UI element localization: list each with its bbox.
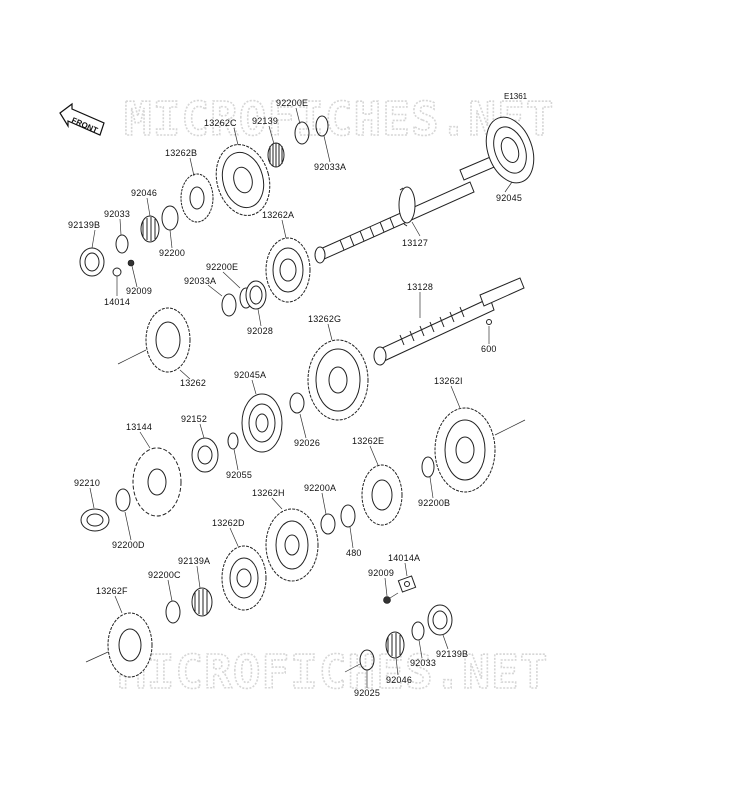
part-label: 92009 xyxy=(126,286,152,296)
washer-92200d-part xyxy=(115,488,131,512)
part-label: 92152 xyxy=(181,414,207,424)
leader-lines xyxy=(89,107,513,688)
part-label: 13262E xyxy=(352,436,384,446)
circlip-92033a-middle-part xyxy=(221,293,237,317)
needle-bearing-92139a-part xyxy=(191,587,213,617)
part-label: 13144 xyxy=(126,422,152,432)
plate-14014-part xyxy=(112,267,122,277)
gear-13262b-part xyxy=(180,173,214,223)
input-shaft-13128-part xyxy=(373,277,525,366)
ball-600-part xyxy=(486,319,492,325)
bolt-92009-lower-part xyxy=(383,592,399,604)
part-label: 92139 xyxy=(252,116,278,126)
gear-13262e-part xyxy=(361,464,403,526)
part-label: 14014A xyxy=(388,553,420,563)
oring-92055-part xyxy=(227,432,239,450)
part-label: 92028 xyxy=(247,326,273,336)
washer-92200b-part xyxy=(421,456,435,478)
collar-92139b-lower-part xyxy=(427,604,453,636)
part-label: 480 xyxy=(346,548,362,558)
part-label: 92200D xyxy=(112,540,145,550)
part-label: 92033A xyxy=(314,162,346,172)
needle-bearing-92046-lower-part xyxy=(385,631,405,659)
part-label: 92033 xyxy=(104,209,130,219)
washer-92026-part xyxy=(289,392,305,414)
part-label: 13262A xyxy=(262,210,294,220)
washer-92200-part xyxy=(161,205,179,231)
part-label: 13127 xyxy=(402,238,428,248)
part-label: 13128 xyxy=(407,282,433,292)
part-label: 92025 xyxy=(354,688,380,698)
bushing-92028-part xyxy=(245,280,267,310)
circlip-92033a-part xyxy=(315,115,329,137)
washer-92200c-part xyxy=(165,600,181,624)
collar-92139b-part xyxy=(79,247,105,277)
part-label: 13262C xyxy=(204,118,237,128)
part-labels: 92200E 92139 13262C 92033A 13262B 92046 … xyxy=(68,98,522,698)
part-label: 13262D xyxy=(212,518,245,528)
part-label: 92200 xyxy=(159,248,185,258)
collar-92152-part xyxy=(191,437,219,473)
circlip-92033-lower-part xyxy=(411,621,425,641)
part-label: 92139B xyxy=(436,649,468,659)
part-label: 600 xyxy=(481,344,497,354)
needle-bearing-92139-part xyxy=(267,142,285,168)
sprocket-13144-part xyxy=(132,447,182,517)
gear-13262d-part xyxy=(221,545,267,611)
part-label: 14014 xyxy=(104,297,130,307)
part-label: 92033A xyxy=(184,276,216,286)
watermark-bottom: MICROFICHES.NET xyxy=(118,645,548,699)
gear-13262h-part xyxy=(265,508,319,582)
part-label: 92045 xyxy=(496,193,522,203)
part-label: 92210 xyxy=(74,478,100,488)
part-label: 92139B xyxy=(68,220,100,230)
part-label: 92046 xyxy=(131,188,157,198)
part-label: 92045A xyxy=(234,370,266,380)
washer-92200e-part xyxy=(294,121,310,145)
reference-code: E1361 xyxy=(504,92,528,101)
part-label: 92200E xyxy=(206,262,238,272)
bearing-92045-part xyxy=(485,116,535,184)
gear-13262-part xyxy=(117,307,191,373)
nut-92210-part xyxy=(80,508,110,532)
part-label: 13262I xyxy=(434,376,463,386)
part-label: 92055 xyxy=(226,470,252,480)
part-label: 92033 xyxy=(410,658,436,668)
bolt-92009-part xyxy=(127,259,135,267)
part-label: 13262H xyxy=(252,488,285,498)
part-label: 92200B xyxy=(418,498,450,508)
part-label: 92200E xyxy=(276,98,308,108)
gear-13262a-part xyxy=(265,237,311,303)
plate-14014a-part xyxy=(397,575,417,593)
gear-13262c-part xyxy=(215,144,271,216)
part-label: 92200C xyxy=(148,570,181,580)
bearing-92045a-part xyxy=(241,393,283,453)
part-label: 92139A xyxy=(178,556,210,566)
watermark-top: MICROFICHES.NET xyxy=(124,92,554,146)
part-label: 13262G xyxy=(308,314,341,324)
circlip-480-part xyxy=(340,504,356,528)
part-label: 92046 xyxy=(386,675,412,685)
gear-13262i-part xyxy=(434,407,526,493)
needle-bearing-92046-part xyxy=(140,215,160,243)
part-label: 92026 xyxy=(294,438,320,448)
front-arrow-icon: FRONT xyxy=(59,102,105,136)
gear-13262g-part xyxy=(307,339,369,421)
circlip-92033-part xyxy=(115,234,129,254)
part-label: 13262 xyxy=(180,378,206,388)
washer-92200a-part xyxy=(320,513,336,535)
part-label: 92009 xyxy=(368,568,394,578)
part-label: 13262B xyxy=(165,148,197,158)
gear-13262f-part xyxy=(85,612,153,678)
part-label: 92200A xyxy=(304,483,336,493)
output-shaft-13127-part xyxy=(314,151,507,264)
part-label: 13262F xyxy=(96,586,128,596)
